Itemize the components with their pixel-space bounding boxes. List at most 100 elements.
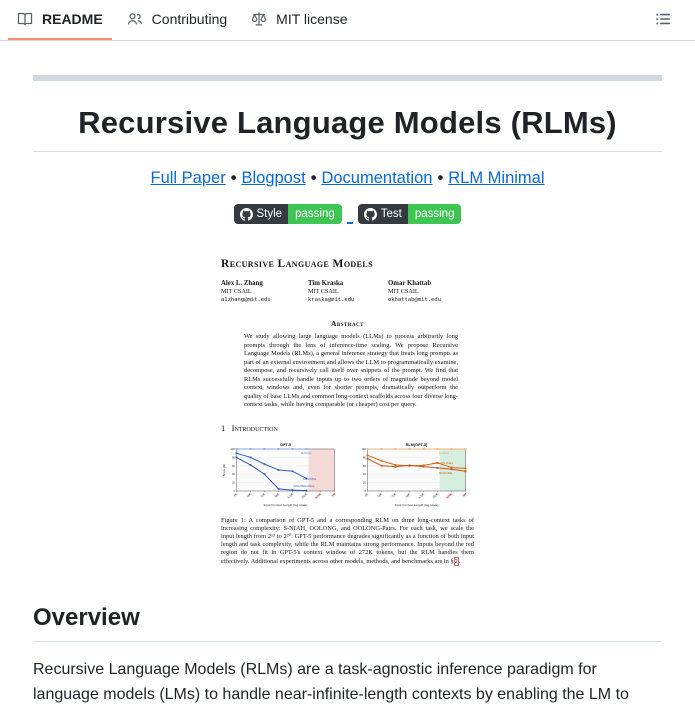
- bullet-separator: •: [437, 169, 444, 187]
- bullet-separator: •: [230, 169, 237, 187]
- badge-style[interactable]: Style passing: [233, 204, 342, 224]
- link-full-paper[interactable]: Full Paper: [150, 169, 226, 187]
- tab-readme-label: README: [42, 11, 103, 27]
- badge-status: passing: [407, 204, 462, 224]
- list-unordered-icon: [655, 11, 671, 30]
- figure-1-paper-image[interactable]: Recursive Language Models Alex L. Zhang …: [221, 245, 474, 566]
- svg-text:100: 100: [361, 447, 366, 451]
- svg-text:20: 20: [232, 480, 236, 484]
- link-blogpost[interactable]: Blogpost: [241, 169, 306, 187]
- svg-text:524K: 524K: [445, 491, 453, 499]
- svg-text:524K: 524K: [314, 491, 322, 499]
- author-name: Tim Kraska: [308, 280, 344, 287]
- paper-authors: Alex L. Zhang MIT CSAIL a1zhang@mit.edu …: [221, 280, 474, 303]
- github-icon: [239, 207, 253, 221]
- book-icon: [17, 11, 33, 27]
- outline-button[interactable]: [649, 7, 677, 34]
- badge-label: Test: [380, 208, 402, 220]
- tabbar-spacer: [363, 0, 650, 40]
- svg-text:GPT-5: GPT-5: [280, 443, 291, 447]
- law-icon: [251, 11, 267, 27]
- author-block: Omar Khattab MIT CSAIL okhattab@mit.edu: [388, 280, 474, 303]
- horizontal-rule: [33, 75, 662, 81]
- svg-text:40: 40: [363, 472, 367, 476]
- svg-text:OOLONG-Pairs: OOLONG-Pairs: [432, 461, 454, 465]
- link-rlm-minimal[interactable]: RLM Minimal: [448, 169, 545, 187]
- svg-text:8K: 8K: [364, 492, 369, 497]
- svg-text:Input Context Length (log scal: Input Context Length (log scale): [264, 503, 308, 507]
- tab-contributing[interactable]: Contributing: [118, 0, 237, 40]
- chart-rlm-gpt5: 0 20 40 60 80 100 8K 16K 33K 66K 131K 262K 524K 1M S-N…: [361, 443, 468, 507]
- svg-text:20: 20: [363, 480, 367, 484]
- abstract-heading: Abstract: [330, 319, 365, 328]
- svg-text:33K: 33K: [391, 492, 398, 498]
- svg-text:0: 0: [364, 489, 366, 493]
- author-email: kraska@mit.edu: [308, 297, 355, 303]
- overview-heading: Overview: [33, 604, 662, 642]
- svg-text:0: 0: [233, 489, 235, 493]
- author-affiliation: MIT CSAIL: [388, 288, 419, 295]
- svg-text:66K: 66K: [274, 492, 281, 498]
- abstract-text: We study allowing large language models …: [244, 333, 458, 409]
- svg-text:8K: 8K: [233, 492, 238, 497]
- svg-text:262K: 262K: [300, 492, 308, 500]
- tab-mit-license-label: MIT license: [276, 11, 348, 27]
- author-email: a1zhang@mit.edu: [221, 297, 271, 303]
- svg-text:40: 40: [232, 472, 236, 476]
- author-block: Alex L. Zhang MIT CSAIL a1zhang@mit.edu: [221, 280, 308, 303]
- svg-text:RLM(GPT-5): RLM(GPT-5): [406, 443, 428, 447]
- badge-gap-underscore: [346, 222, 353, 224]
- caption-text: .: [458, 557, 461, 565]
- svg-text:100: 100: [230, 447, 235, 451]
- figure-charts: 0 20 40 60 80 100 8K 16K 33K 66K 131K 262K 524K 1M S-N…: [221, 441, 474, 511]
- svg-text:1M: 1M: [462, 491, 468, 497]
- section-heading: 1 Introduction: [221, 422, 278, 433]
- page-title: Recursive Language Models (RLMs): [33, 105, 662, 152]
- overview-paragraph: Recursive Language Models (RLMs) are a t…: [33, 660, 629, 703]
- readme-content: Recursive Language Models (RLMs) Full Pa…: [0, 75, 695, 707]
- caption-section-ref: 2: [453, 556, 459, 566]
- svg-text:OOLONG: OOLONG: [439, 470, 453, 474]
- people-icon: [127, 11, 143, 27]
- badge-label: Style: [256, 208, 283, 220]
- svg-text:Input Context Length (log scal: Input Context Length (log scale): [395, 503, 439, 507]
- quick-links: Full Paper•Blogpost•Documentation•RLM Mi…: [33, 169, 662, 188]
- author-name: Alex L. Zhang: [221, 280, 263, 287]
- svg-text:33K: 33K: [260, 492, 267, 498]
- author-affiliation: MIT CSAIL: [308, 288, 339, 295]
- svg-text:262K: 262K: [431, 492, 439, 500]
- svg-text:60: 60: [232, 463, 236, 467]
- svg-text:131K: 131K: [417, 492, 425, 500]
- author-email: okhattab@mit.edu: [388, 297, 441, 303]
- author-affiliation: MIT CSAIL: [221, 288, 252, 295]
- svg-text:S-NIAH: S-NIAH: [301, 451, 311, 455]
- svg-text:131K: 131K: [286, 492, 294, 500]
- figure-caption: Figure 1: A comparison of GPT-5 and a co…: [221, 517, 474, 566]
- badge-test[interactable]: Test passing: [357, 204, 462, 224]
- svg-text:S-NIAH: S-NIAH: [439, 451, 449, 455]
- file-tab-bar: README Contributing MIT license: [0, 0, 695, 41]
- svg-text:OOLONG: OOLONG: [303, 477, 317, 481]
- caption-text: Figure 1: A comparison of GPT-5 and a co…: [221, 516, 474, 565]
- svg-text:OOLONG-Pairs: OOLONG-Pairs: [293, 483, 315, 487]
- svg-text:60: 60: [363, 463, 367, 467]
- tab-readme[interactable]: README: [8, 0, 112, 40]
- svg-text:66K: 66K: [405, 492, 412, 498]
- svg-text:16K: 16K: [377, 492, 384, 498]
- chart-gpt5: 0 20 40 60 80 100 8K 16K 33K 66K 131K 262K 524K 1M S-N…: [222, 443, 337, 507]
- badge-status: passing: [288, 204, 342, 224]
- svg-text:1M: 1M: [331, 491, 337, 497]
- svg-text:Score (%): Score (%): [222, 463, 226, 476]
- svg-text:16K: 16K: [246, 492, 253, 498]
- link-documentation[interactable]: Documentation: [321, 169, 433, 187]
- author-block: Tim Kraska MIT CSAIL kraska@mit.edu: [308, 280, 388, 303]
- tab-mit-license[interactable]: MIT license: [242, 0, 356, 40]
- paper-title: Recursive Language Models: [221, 258, 373, 270]
- bullet-separator: •: [310, 169, 317, 187]
- tab-contributing-label: Contributing: [151, 11, 228, 27]
- author-name: Omar Khattab: [388, 280, 432, 287]
- svg-text:80: 80: [232, 455, 236, 459]
- github-icon: [363, 207, 377, 221]
- svg-text:80: 80: [363, 455, 367, 459]
- status-badges: Style passing Test passing: [33, 203, 662, 224]
